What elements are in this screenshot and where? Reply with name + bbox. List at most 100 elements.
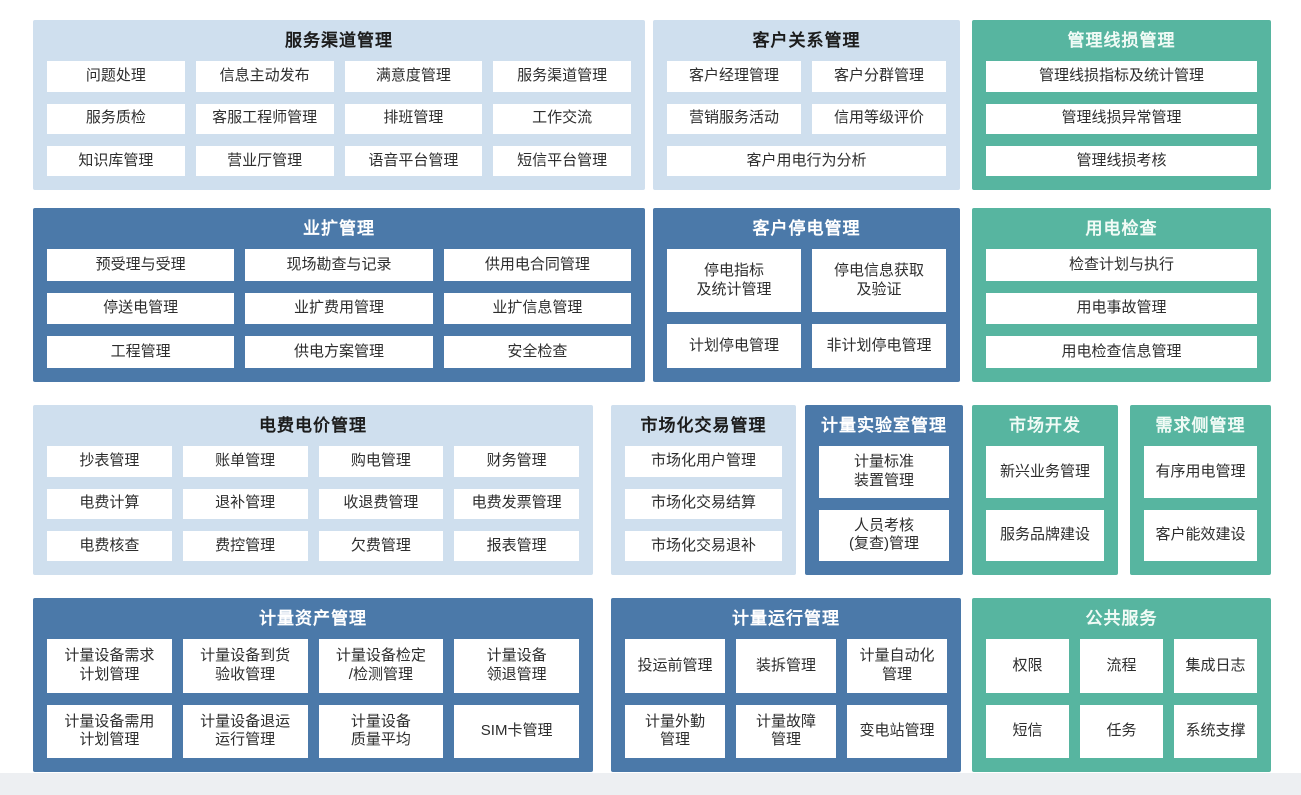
block-customer-outage-mgmt: 客户停电管理停电指标 及统计管理停电信息获取 及验证计划停电管理非计划停电管理 bbox=[653, 208, 960, 382]
module-item: 电费发票管理 bbox=[454, 488, 579, 519]
module-item: 短信 bbox=[986, 704, 1069, 758]
module-item: 供电方案管理 bbox=[245, 336, 433, 368]
module-item: 客户经理管理 bbox=[667, 61, 801, 92]
module-item: 抄表管理 bbox=[47, 446, 172, 477]
module-item: 信息主动发布 bbox=[195, 61, 334, 92]
block-title: 计量运行管理 bbox=[732, 609, 840, 628]
module-item: 费控管理 bbox=[182, 530, 308, 561]
module-item: 报表管理 bbox=[454, 530, 579, 561]
module-item: 市场化用户管理 bbox=[625, 446, 782, 477]
module-item: 系统支撑 bbox=[1174, 704, 1257, 758]
module-item: 计量外勤 管理 bbox=[625, 704, 725, 758]
block-items: 市场化用户管理市场化交易结算市场化交易退补 bbox=[625, 446, 782, 561]
module-item: 排班管理 bbox=[344, 103, 483, 134]
block-title: 客户停电管理 bbox=[752, 219, 861, 238]
module-item: 客户分群管理 bbox=[812, 61, 946, 92]
module-item: 工作交流 bbox=[493, 103, 631, 134]
module-item: 计划停电管理 bbox=[667, 324, 801, 368]
block-items: 预受理与受理现场勘查与记录供用电合同管理停送电管理业扩费用管理业扩信息管理工程管… bbox=[47, 249, 631, 368]
block-items: 检查计划与执行用电事故管理用电检查信息管理 bbox=[986, 249, 1257, 368]
block-market-development: 市场开发新兴业务管理服务品牌建设 bbox=[972, 405, 1118, 575]
module-item: 工程管理 bbox=[47, 336, 235, 368]
block-title: 市场开发 bbox=[1009, 416, 1081, 435]
module-item: 装拆管理 bbox=[736, 639, 836, 693]
block-business-expansion-mgmt: 业扩管理预受理与受理现场勘查与记录供用电合同管理停送电管理业扩费用管理业扩信息管… bbox=[33, 208, 645, 382]
block-title: 计量实验室管理 bbox=[821, 416, 947, 435]
module-item: 用电事故管理 bbox=[986, 292, 1257, 325]
module-item: 客户用电行为分析 bbox=[667, 145, 946, 176]
module-item: 集成日志 bbox=[1174, 639, 1257, 693]
module-item: 安全检查 bbox=[443, 336, 631, 368]
module-item: SIM卡管理 bbox=[454, 704, 579, 758]
block-items: 投运前管理装拆管理计量自动化 管理计量外勤 管理计量故障 管理变电站管理 bbox=[625, 639, 947, 758]
block-market-trade-mgmt: 市场化交易管理市场化用户管理市场化交易结算市场化交易退补 bbox=[611, 405, 796, 575]
module-item: 短信平台管理 bbox=[493, 145, 631, 176]
block-customer-relation-mgmt: 客户关系管理客户经理管理客户分群管理营销服务活动信用等级评价客户用电行为分析 bbox=[653, 20, 960, 190]
module-item: 人员考核 (复查)管理 bbox=[819, 509, 949, 561]
module-item: 业扩信息管理 bbox=[443, 292, 631, 325]
module-item: 财务管理 bbox=[454, 446, 579, 477]
module-item: 计量设备需用 计划管理 bbox=[47, 704, 172, 758]
module-item: 客服工程师管理 bbox=[195, 103, 334, 134]
block-title: 客户关系管理 bbox=[752, 31, 861, 50]
module-item: 任务 bbox=[1080, 704, 1163, 758]
block-items: 有序用电管理客户能效建设 bbox=[1144, 446, 1257, 561]
module-item: 计量故障 管理 bbox=[736, 704, 836, 758]
block-items: 权限流程集成日志短信任务系统支撑 bbox=[986, 639, 1257, 758]
block-title: 需求侧管理 bbox=[1155, 416, 1246, 435]
module-item: 营销服务活动 bbox=[667, 103, 801, 134]
module-item: 电费核查 bbox=[47, 530, 172, 561]
block-items: 问题处理信息主动发布满意度管理服务渠道管理服务质检客服工程师管理排班管理工作交流… bbox=[47, 61, 631, 176]
block-line-loss-mgmt: 管理线损管理管理线损指标及统计管理管理线损异常管理管理线损考核 bbox=[972, 20, 1271, 190]
module-item: 收退费管理 bbox=[318, 488, 444, 519]
block-items: 新兴业务管理服务品牌建设 bbox=[986, 446, 1104, 561]
block-power-usage-inspection: 用电检查检查计划与执行用电事故管理用电检查信息管理 bbox=[972, 208, 1271, 382]
block-items: 停电指标 及统计管理停电信息获取 及验证计划停电管理非计划停电管理 bbox=[667, 249, 946, 368]
block-items: 客户经理管理客户分群管理营销服务活动信用等级评价客户用电行为分析 bbox=[667, 61, 946, 176]
module-item: 用电检查信息管理 bbox=[986, 336, 1257, 368]
module-item: 预受理与受理 bbox=[47, 249, 235, 281]
module-item: 语音平台管理 bbox=[344, 145, 483, 176]
module-item: 权限 bbox=[986, 639, 1069, 693]
module-item: 退补管理 bbox=[182, 488, 308, 519]
module-item: 电费计算 bbox=[47, 488, 172, 519]
module-item: 停电信息获取 及验证 bbox=[812, 249, 946, 313]
module-item: 服务渠道管理 bbox=[493, 61, 631, 92]
module-item: 新兴业务管理 bbox=[986, 446, 1104, 498]
module-item: 业扩费用管理 bbox=[245, 292, 433, 325]
block-title: 公共服务 bbox=[1085, 609, 1158, 628]
module-item: 计量设备退运 运行管理 bbox=[182, 704, 308, 758]
module-grid: 服务渠道管理问题处理信息主动发布满意度管理服务渠道管理服务质检客服工程师管理排班… bbox=[33, 20, 1271, 772]
module-item: 停送电管理 bbox=[47, 292, 235, 325]
module-item: 计量设备 领退管理 bbox=[454, 639, 579, 693]
module-item: 计量标准 装置管理 bbox=[819, 446, 949, 498]
block-title: 电费电价管理 bbox=[259, 416, 367, 435]
module-item: 检查计划与执行 bbox=[986, 249, 1257, 281]
module-item: 供用电合同管理 bbox=[443, 249, 631, 281]
block-service-channel-mgmt: 服务渠道管理问题处理信息主动发布满意度管理服务渠道管理服务质检客服工程师管理排班… bbox=[33, 20, 645, 190]
module-item: 非计划停电管理 bbox=[812, 324, 946, 368]
module-item: 计量设备 质量平均 bbox=[318, 704, 444, 758]
module-item: 市场化交易退补 bbox=[625, 530, 782, 561]
module-item: 计量设备到货 验收管理 bbox=[182, 639, 308, 693]
block-metering-asset-mgmt: 计量资产管理计量设备需求 计划管理计量设备到货 验收管理计量设备检定 /检测管理… bbox=[33, 598, 593, 772]
module-item: 知识库管理 bbox=[47, 145, 185, 176]
module-item: 市场化交易结算 bbox=[625, 488, 782, 519]
module-item: 有序用电管理 bbox=[1144, 446, 1257, 498]
module-item: 信用等级评价 bbox=[812, 103, 946, 134]
block-title: 用电检查 bbox=[1085, 219, 1158, 238]
module-item: 管理线损异常管理 bbox=[986, 103, 1257, 134]
block-title: 服务渠道管理 bbox=[285, 31, 393, 50]
footer-strip bbox=[0, 773, 1301, 795]
module-item: 计量自动化 管理 bbox=[847, 639, 947, 693]
module-item: 现场勘查与记录 bbox=[245, 249, 433, 281]
module-item: 营业厅管理 bbox=[195, 145, 334, 176]
module-item: 流程 bbox=[1080, 639, 1163, 693]
module-item: 变电站管理 bbox=[847, 704, 947, 758]
module-item: 停电指标 及统计管理 bbox=[667, 249, 801, 313]
module-item: 购电管理 bbox=[318, 446, 444, 477]
block-items: 抄表管理账单管理购电管理财务管理电费计算退补管理收退费管理电费发票管理电费核查费… bbox=[47, 446, 579, 561]
block-title: 管理线损管理 bbox=[1067, 31, 1176, 50]
block-items: 计量标准 装置管理人员考核 (复查)管理 bbox=[819, 446, 949, 561]
